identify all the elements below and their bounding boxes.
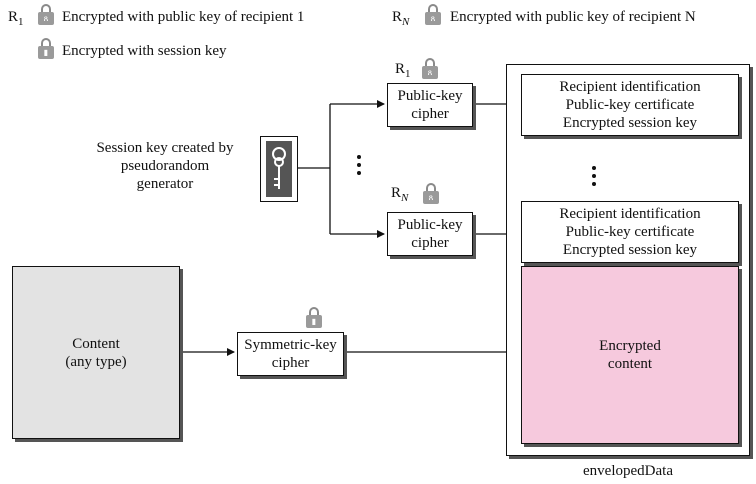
- legend-rn: RN: [392, 9, 410, 28]
- lock-icon: ▮: [306, 307, 322, 328]
- lock-icon: ጸ: [38, 4, 54, 25]
- public-key-cipher-r1: Public-key cipher: [387, 83, 473, 127]
- public-key-cipher-rn: Public-key cipher: [387, 212, 473, 256]
- encrypted-content-box: Encrypted content: [521, 266, 739, 444]
- key-icon: [266, 141, 292, 197]
- lock-icon: ጸ: [422, 58, 438, 79]
- legend-r1: R1: [8, 8, 24, 31]
- lock-icon: ጸ: [423, 183, 439, 204]
- legend-r1-text: Encrypted with public key of recipient 1: [62, 9, 305, 25]
- legend-session-text: Encrypted with session key: [62, 43, 227, 59]
- session-key-box: [260, 136, 298, 202]
- lock-icon: ጸ: [425, 4, 441, 25]
- cipher-rn-tag: RN: [391, 185, 409, 204]
- session-key-label: Session key created by pseudorandom gene…: [96, 140, 234, 192]
- recipient-info-1: Recipient identification Public-key cert…: [521, 74, 739, 136]
- ellipsis-dots: [592, 166, 596, 190]
- cipher-r1-tag: R1: [395, 61, 411, 80]
- lock-icon: ▮: [38, 38, 54, 59]
- recipient-info-n: Recipient identification Public-key cert…: [521, 201, 739, 263]
- content-box: Content (any type): [12, 266, 180, 439]
- enveloped-data-label: envelopedData: [583, 463, 673, 479]
- legend-r1-tag: R1: [8, 9, 24, 28]
- ellipsis-dots: [357, 155, 361, 179]
- legend-rn-text: Encrypted with public key of recipient N: [450, 9, 696, 25]
- symmetric-key-cipher: Symmetric-key cipher: [237, 332, 344, 376]
